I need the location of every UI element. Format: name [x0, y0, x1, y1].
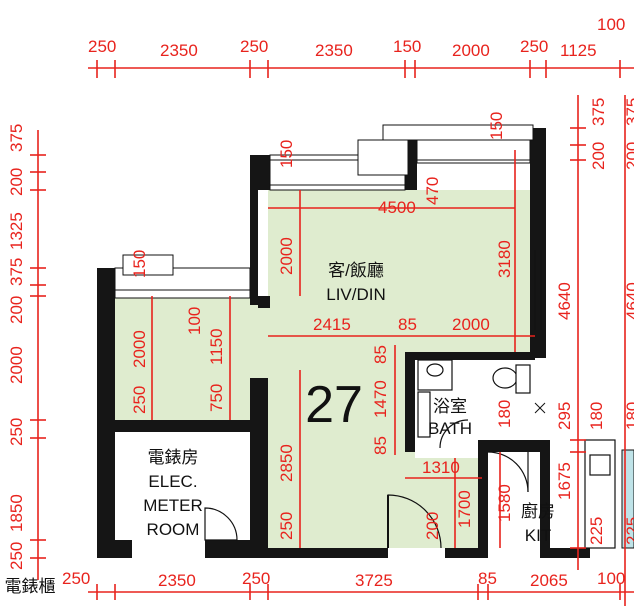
dim-d150c: 150: [130, 250, 149, 278]
dim-left-7: 1850: [7, 494, 26, 532]
dim-left-5: 2000: [7, 346, 26, 384]
elec-en1-label: ELEC.: [148, 472, 197, 491]
dim-edge-3: 180: [623, 402, 634, 430]
dim-top-8: 100: [597, 15, 625, 34]
dim-d2000a: 2000: [277, 237, 296, 275]
dim-top-2: 250: [240, 37, 268, 56]
dim-left-0: 375: [7, 124, 26, 152]
dim-top-7: 1125: [560, 41, 597, 60]
toilet-icon: [492, 367, 518, 389]
elec-en3-label: ROOM: [147, 520, 200, 539]
dim-left-8: 250: [7, 542, 26, 570]
shower-icon: [417, 391, 431, 438]
dim-d1150: 1150: [207, 328, 226, 365]
dim-left-1: 200: [7, 168, 26, 196]
kitchen-zh-label: 廚房: [521, 501, 555, 521]
kitchen-door-icon: [487, 451, 529, 493]
dim-d1470: 1470: [371, 380, 390, 418]
dim-right-6: 225: [587, 517, 606, 545]
dim-top-4: 150: [393, 37, 421, 56]
kitchen-en-label: KIT: [525, 526, 551, 545]
dim-right-0: 375: [589, 98, 608, 126]
dim-d1700: 1700: [455, 490, 474, 528]
dim-d85a: 85: [398, 315, 417, 334]
interior-dimensions: 150 470 4500 2000 3180 150 150 100 1150 …: [130, 112, 514, 540]
dim-right-2: 4640: [555, 282, 574, 320]
doors: [204, 419, 529, 549]
bath-en-label: BATH: [428, 419, 472, 438]
bay-windows: [114, 124, 542, 330]
bath-zh-label: 浴室: [433, 397, 467, 416]
dim-d2850: 2850: [277, 444, 296, 482]
elec-room-door-icon: [204, 507, 238, 541]
right-dimensions: 375 200 4640 295 180 1675 225: [555, 98, 608, 545]
dim-left-6: 250: [7, 418, 26, 446]
dim-bottom-6: 100: [597, 569, 625, 588]
dim-d2000b: 2000: [130, 330, 149, 368]
left-dimensions: 375 200 1325 375 200 2000 250 1850 250: [7, 124, 26, 570]
dim-right-4: 180: [587, 402, 606, 430]
dim-d250b: 250: [277, 512, 296, 540]
living-en-label: LIV/DIN: [326, 285, 386, 304]
dim-edge-4: 225: [623, 517, 634, 545]
neighbour-label: 電錶櫃: [5, 577, 56, 596]
dim-bottom-2: 250: [242, 569, 270, 588]
dim-bottom-5: 2065: [530, 571, 568, 590]
dim-d1580: 1580: [495, 484, 514, 522]
dim-d470: 470: [423, 177, 442, 205]
dim-left-3: 375: [7, 258, 26, 286]
dimension-lines: [37, 67, 634, 606]
walls: [97, 128, 590, 558]
dim-right-1: 200: [589, 142, 608, 170]
dim-d100: 100: [185, 307, 204, 335]
dim-top-3: 2350: [315, 41, 353, 60]
dim-bottom-3: 3725: [355, 571, 393, 590]
dim-edge-1: 200: [623, 142, 634, 170]
fixtures: [417, 359, 634, 549]
dim-d150a: 150: [277, 140, 296, 168]
dim-d2415: 2415: [313, 315, 351, 334]
bath-door-icon: [439, 419, 469, 449]
dim-d150b: 150: [487, 112, 506, 140]
dim-top-5: 2000: [452, 41, 490, 60]
dim-d2000c: 2000: [452, 315, 490, 334]
dim-d3180: 3180: [495, 240, 514, 278]
dim-d200: 200: [423, 512, 442, 540]
dim-d1310: 1310: [422, 458, 460, 477]
dim-left-2: 1325: [7, 212, 26, 250]
room-labels: 客/飯廳 LIV/DIN 浴室 BATH 廚房 KIT 電錶房 ELEC. ME…: [5, 261, 556, 596]
unit-number: 27: [305, 376, 363, 434]
dim-top-0: 250: [88, 37, 116, 56]
dim-d4500: 4500: [378, 198, 416, 217]
dim-bottom-1: 2350: [158, 571, 196, 590]
dimension-ticks: [30, 60, 621, 600]
dim-d85c: 85: [371, 436, 390, 455]
dim-bottom-4: 85: [478, 569, 497, 588]
bottom-dimensions: 250 2350 250 3725 85 2065 100: [62, 569, 625, 590]
elec-en2-label: METER: [143, 496, 203, 515]
basin-icon: [426, 363, 444, 377]
dim-edge-0: 375: [623, 98, 634, 126]
dim-d750: 750: [207, 384, 226, 412]
dim-right-3: 295: [555, 402, 574, 430]
dim-top-6: 250: [520, 37, 548, 56]
dim-right-5: 1675: [555, 462, 574, 500]
top-dimensions: 250 2350 250 2350 150 2000 250 1125 100: [88, 15, 625, 60]
dim-bottom-0: 250: [62, 569, 90, 588]
floor-area: [115, 190, 535, 548]
main-door-icon: [387, 494, 442, 549]
dim-d85b: 85: [371, 345, 390, 364]
dim-left-4: 200: [7, 296, 26, 324]
right-edge-dimensions: 375 200 4640 180 225: [623, 98, 634, 545]
dim-top-1: 2350: [160, 41, 198, 60]
living-zh-label: 客/飯廳: [328, 261, 384, 280]
elec-zh-label: 電錶房: [148, 448, 199, 467]
dim-edge-2: 4640: [623, 282, 634, 320]
dim-d180: 180: [495, 400, 514, 428]
dim-d250a: 250: [130, 386, 149, 414]
